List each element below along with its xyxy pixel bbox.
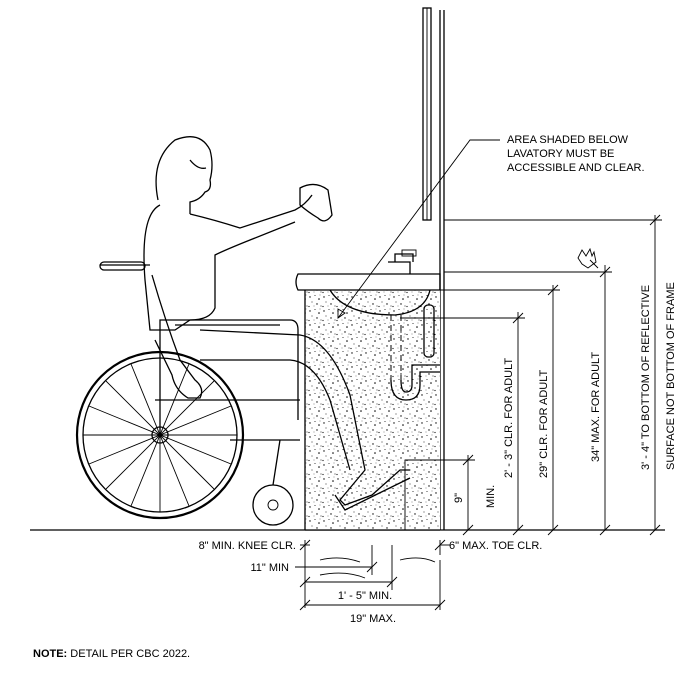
clear-area-outline (304, 290, 440, 531)
dim-29-clr: 29" CLR. FOR ADULT (538, 369, 550, 478)
drain-trap (390, 304, 440, 401)
note-text: DETAIL PER CBC 2022. (67, 648, 191, 660)
dim-frame-line-2: SURFACE NOT BOTTOM OF FRAME (665, 282, 677, 470)
dim-knee-clr: 8" MIN. KNEE CLR. (199, 540, 296, 552)
lavatory (295, 249, 441, 316)
person-figure (143, 136, 411, 511)
dim-34-max: 34" MAX. FOR ADULT (590, 352, 602, 462)
horizontal-dimensions (295, 539, 450, 611)
vertical-dimensions (400, 214, 662, 536)
dim-frame-line-1: 3' - 4" TO BOTTOM OF REFLECTIVE (640, 285, 652, 470)
dim-19-max: 19" MAX. (350, 613, 396, 625)
dim-9-label: 9" (453, 493, 465, 503)
footer-note: NOTE: DETAIL PER CBC 2022. (33, 648, 190, 660)
dim-11-min: 11" MIN (250, 562, 289, 574)
callout-line-2: LAVATORY MUST BE (507, 148, 614, 160)
callout-line-1: AREA SHADED BELOW (507, 134, 629, 146)
mirror (422, 7, 432, 221)
hand-symbol-icon (577, 247, 597, 269)
callout-leader (337, 139, 500, 319)
dim-min-label: MIN. (485, 485, 497, 508)
dim-27-clr: 2' - 3" CLR. FOR ADULT (503, 358, 515, 478)
callout-line-3: ACCESSIBLE AND CLEAR. (507, 162, 645, 174)
dim-toe-clr: 6" MAX. TOE CLR. (449, 540, 542, 552)
dim-1-5-min: 1' - 5" MIN. (338, 590, 392, 602)
note-label: NOTE: (33, 648, 68, 660)
wheelchair (75, 261, 300, 526)
wall (439, 10, 445, 530)
